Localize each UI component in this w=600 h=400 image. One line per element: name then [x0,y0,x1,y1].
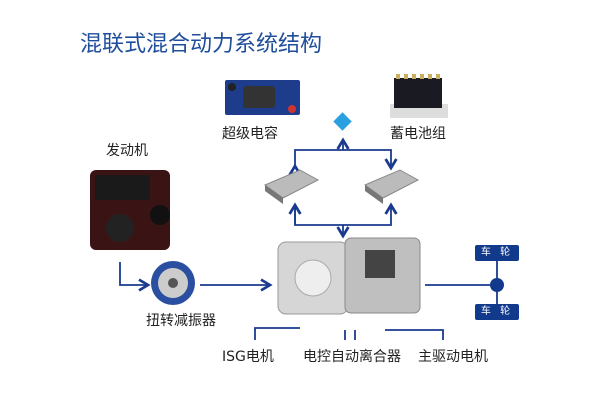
engine-image [90,170,170,250]
engine-label: 发动机 [106,143,148,159]
dc-converter-right-image [363,169,420,204]
wheel-top-box: 车 轮 [475,245,519,261]
power-bus-lines [119,137,498,340]
supercapacitor-label: 超级电容 [222,126,278,142]
motor-assembly-image [277,237,421,315]
dc-converter-left-image [263,169,320,204]
axle-node [490,278,504,292]
junction-diamond-icon [333,112,352,131]
page-title: 混联式混合动力系统结构 [80,32,323,57]
torsional-damper-image [151,261,195,305]
damper-label: 扭转减振器 [146,313,216,329]
main-motor-label: 主驱动电机 [418,349,488,365]
battery-label: 蓄电池组 [390,126,446,142]
supercapacitor-image [225,80,300,115]
wheel-bottom-box: 车 轮 [475,304,519,320]
battery-pack-image [390,74,448,118]
isg-motor-label: ISG电机 [222,349,274,365]
clutch-label: 电控自动离合器 [303,349,401,365]
